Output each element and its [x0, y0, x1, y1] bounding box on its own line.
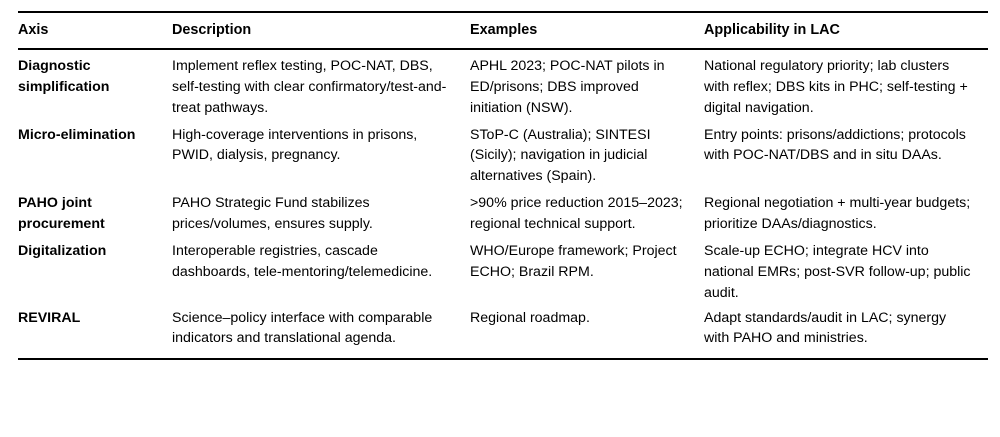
table-container: Axis Description Examples Applicability …	[18, 11, 988, 360]
table-row: Diagnostic simplification Implement refl…	[18, 49, 988, 121]
table-row: Digitalization Interoperable registries,…	[18, 237, 988, 306]
cell-axis: Diagnostic simplification	[18, 57, 110, 95]
table-row: REVIRAL Science–policy interface with co…	[18, 306, 988, 360]
cell-examples: APHL 2023; POC-NAT pilots in ED/prisons;…	[470, 57, 665, 116]
table-header: Axis Description Examples Applicability …	[18, 12, 988, 49]
cell-applicability: Entry points: prisons/addictions; protoc…	[704, 126, 966, 164]
policy-axes-table: Axis Description Examples Applicability …	[18, 11, 988, 360]
table-body: Diagnostic simplification Implement refl…	[18, 49, 988, 360]
cell-axis: PAHO joint procurement	[18, 195, 105, 232]
column-header-applicability: Applicability in LAC	[704, 22, 840, 38]
cell-description: High-coverage interventions in prisons, …	[172, 126, 418, 164]
cell-axis: Digitalization	[18, 242, 107, 259]
cell-applicability: Adapt standards/audit in LAC; synergy wi…	[704, 309, 947, 347]
table-row: Micro-elimination High-coverage interven…	[18, 121, 988, 190]
cell-examples: SToP-C (Australia); SINTESI (Sicily); na…	[470, 126, 651, 185]
cell-description: Implement reflex testing, POC-NAT, DBS, …	[172, 57, 447, 116]
table-header-row: Axis Description Examples Applicability …	[18, 12, 988, 49]
cell-examples: WHO/Europe framework; Project ECHO; Braz…	[470, 242, 677, 280]
table-row: PAHO joint procurement PAHO Strategic Fu…	[18, 189, 988, 237]
cell-applicability: Regional negotiation + multi-year budget…	[704, 195, 971, 232]
cell-description: Science–policy interface with comparable…	[172, 309, 433, 347]
cell-examples: Regional roadmap.	[470, 309, 590, 326]
cell-description: Interoperable registries, cascade dashbo…	[172, 242, 433, 280]
column-header-examples: Examples	[470, 22, 538, 38]
cell-examples: >90% price reduction 2015–2023; regional…	[470, 195, 683, 232]
cell-applicability: Scale-up ECHO; integrate HCV into nation…	[704, 242, 971, 301]
cell-applicability: National regulatory priority; lab cluste…	[704, 57, 968, 116]
column-header-description: Description	[172, 22, 252, 38]
cell-axis: Micro-elimination	[18, 126, 136, 143]
cell-description: PAHO Strategic Fund stabilizes prices/vo…	[172, 195, 373, 232]
column-header-axis: Axis	[18, 22, 49, 38]
cell-axis: REVIRAL	[18, 309, 81, 326]
